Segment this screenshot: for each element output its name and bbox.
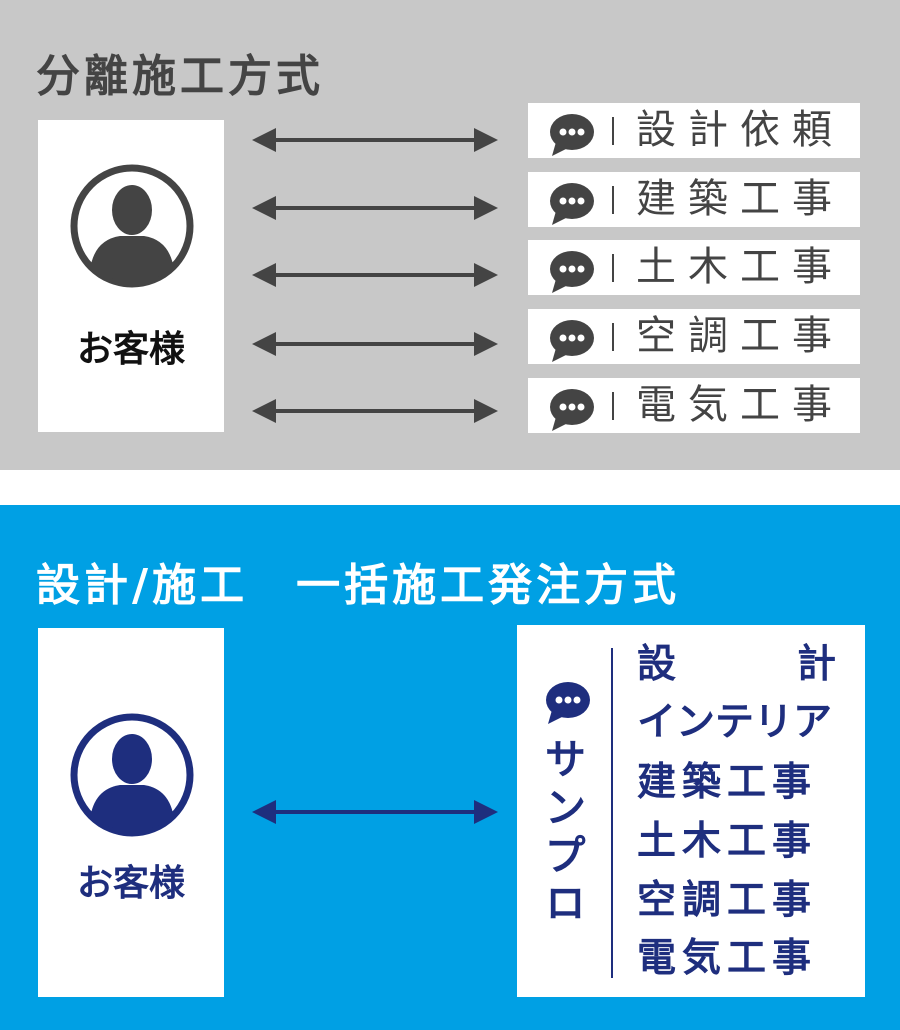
speech-bubble-icon [546, 682, 590, 724]
contractor-item: 建築工事 [528, 172, 860, 227]
contractor-item: 電気工事 [528, 378, 860, 433]
company-name: サンプロ [538, 737, 587, 929]
service-item: 空調工事 [637, 878, 818, 923]
person-icon [70, 164, 194, 288]
divider [611, 648, 613, 978]
company-box: サンプロ 設 計 インテリア 建築工事 土木工事 空調工事 電気工事 [517, 625, 865, 997]
service-item: 電気工事 [637, 936, 818, 981]
service-item: 土木工事 [637, 819, 818, 864]
speech-bubble-icon [550, 114, 594, 156]
divider [612, 323, 614, 351]
contractor-label: 空調工事 [636, 313, 844, 359]
contractor-label: 土木工事 [636, 244, 844, 290]
service-item: 計 [797, 642, 843, 687]
arrow [252, 800, 498, 824]
speech-bubble-icon [550, 251, 594, 293]
customer-label: お客様 [76, 329, 185, 370]
speech-bubble-icon [550, 320, 594, 362]
service-item: 建築工事 [637, 760, 818, 805]
contractor-label: 設計依頼 [636, 107, 844, 153]
contractor-item: 土木工事 [528, 240, 860, 295]
person-icon [70, 713, 194, 837]
service-item: インテリア [637, 700, 833, 745]
contractor-label: 建築工事 [636, 176, 844, 222]
contractor-label: 電気工事 [636, 382, 844, 428]
customer-box: お客様 [38, 628, 224, 997]
divider [612, 392, 614, 420]
customer-box: お客様 [38, 120, 224, 432]
bundled-panel: 設計/施工 一括施工発注方式 お客様 サンプロ 設 計 インテリア 建築工事 土… [0, 505, 900, 1030]
divider [612, 117, 614, 145]
arrows [252, 128, 498, 423]
customer-label: お客様 [76, 863, 185, 904]
divider [612, 254, 614, 282]
bundled-title: 設計/施工 一括施工発注方式 [36, 560, 681, 611]
speech-bubble-icon [550, 389, 594, 431]
contractor-item: 空調工事 [528, 309, 860, 364]
separate-panel: 分離施工方式 お客様 設計依頼建築工事土木工事空調工事電気工事 [0, 0, 900, 470]
contractor-item: 設計依頼 [528, 103, 860, 158]
divider [612, 186, 614, 214]
separate-title: 分離施工方式 [36, 51, 324, 102]
service-item: 設 [637, 642, 683, 687]
speech-bubble-icon [550, 183, 594, 225]
